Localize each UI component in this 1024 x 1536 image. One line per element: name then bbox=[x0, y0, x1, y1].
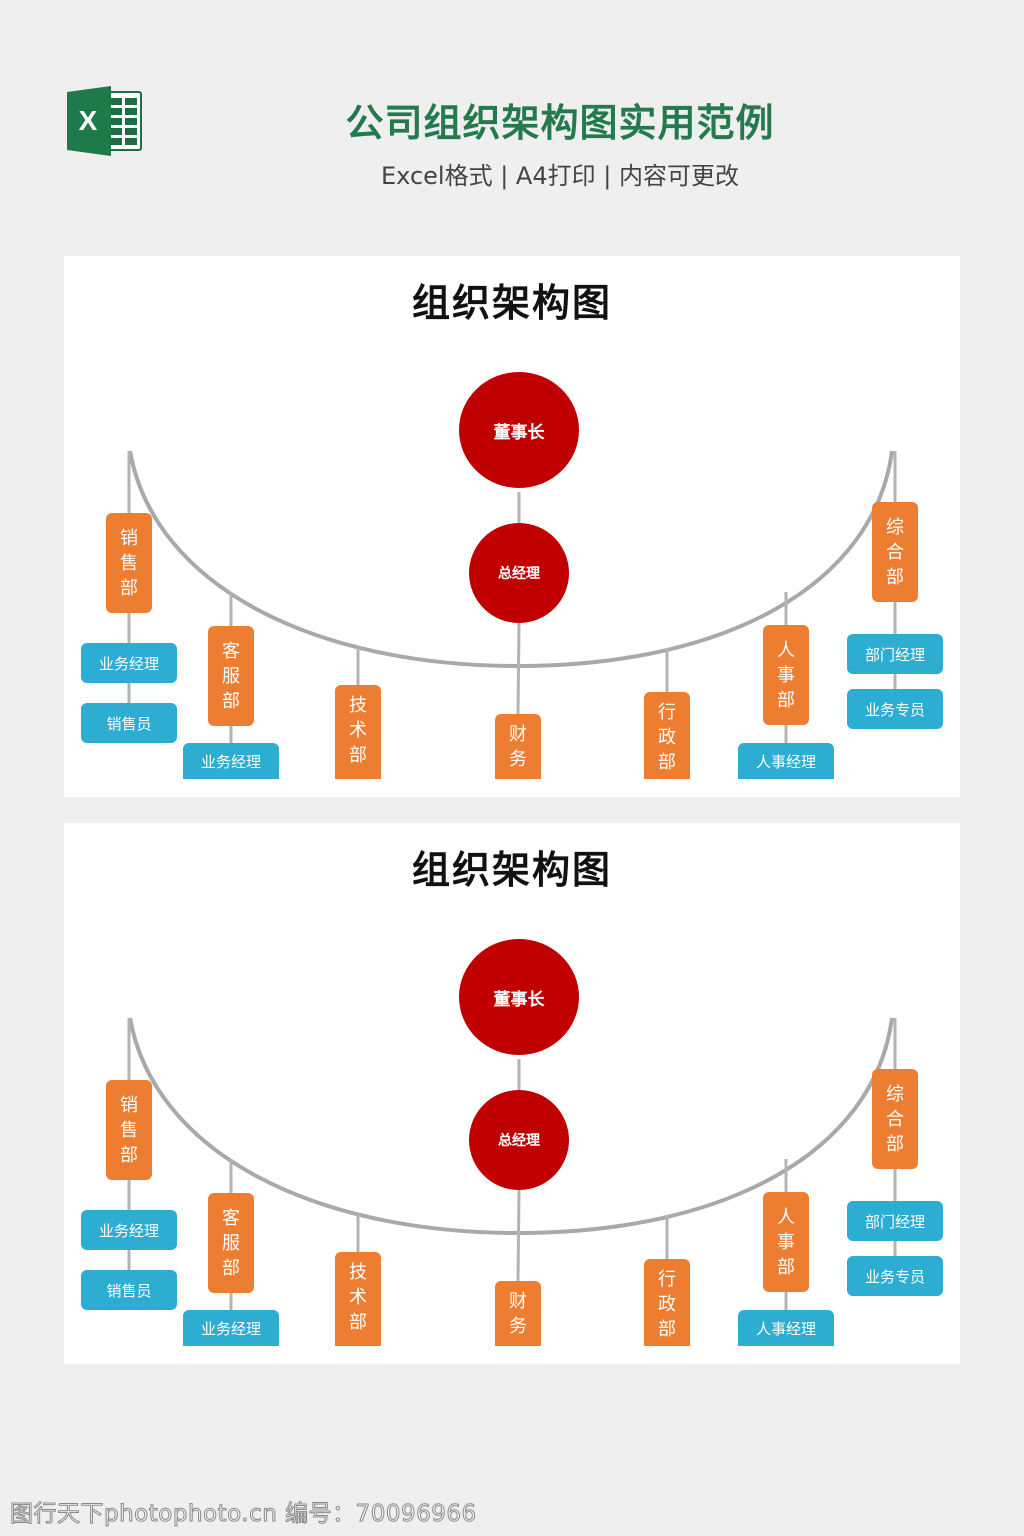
department-label-char: 部 bbox=[886, 1133, 904, 1155]
department-label-char: 术 bbox=[349, 1287, 367, 1308]
department-label-char: 售 bbox=[120, 1119, 138, 1141]
department-label-char: 综 bbox=[886, 516, 904, 538]
department-label-char: 部 bbox=[886, 566, 904, 588]
department-label-char: 部 bbox=[777, 689, 795, 711]
chairman-node-label: 董事长 bbox=[493, 422, 545, 443]
department-label-char: 部 bbox=[349, 1312, 367, 1333]
chart-title: 组织架构图 bbox=[411, 281, 612, 325]
department-label-char: 销 bbox=[120, 527, 138, 549]
department-label-char: 部 bbox=[222, 690, 240, 712]
gm-to-finance-line bbox=[516, 1189, 521, 1282]
general-manager-node: 总经理 bbox=[469, 523, 569, 623]
department-label-char: 人 bbox=[777, 639, 795, 661]
org-chart-card: 组织架构图董事长总经理销售部业务经理销售员客服部业务经理技术部财务行政部人事部人… bbox=[64, 256, 960, 797]
department-node: 技术部 bbox=[335, 1252, 381, 1346]
department-label-char: 服 bbox=[222, 665, 240, 687]
department-label-char: 人 bbox=[777, 1206, 795, 1228]
department-node: 财务 bbox=[495, 714, 541, 779]
svg-text:X: X bbox=[79, 105, 98, 136]
role-node: 人事经理 bbox=[738, 1310, 834, 1346]
department-node: 客服部 bbox=[208, 1193, 254, 1293]
department-label-char: 务 bbox=[509, 1316, 527, 1337]
department-label-char: 合 bbox=[886, 541, 904, 563]
role-node: 部门经理 bbox=[847, 634, 943, 674]
page-title: 公司组织架构图实用范例 bbox=[345, 101, 775, 145]
department-label-char: 务 bbox=[509, 749, 527, 770]
role-node: 业务经理 bbox=[183, 1310, 279, 1346]
department-node: 人事部 bbox=[763, 625, 809, 725]
role-node: 人事经理 bbox=[738, 743, 834, 779]
chairman-node-label: 董事长 bbox=[493, 989, 545, 1010]
department-node: 行政部 bbox=[644, 692, 690, 779]
role-node: 销售员 bbox=[81, 1270, 177, 1310]
role-node: 部门经理 bbox=[847, 1201, 943, 1241]
chairman-node: 董事长 bbox=[459, 939, 579, 1055]
gm-to-finance-line bbox=[516, 622, 521, 715]
department-label-char: 售 bbox=[120, 552, 138, 574]
department-label-char: 事 bbox=[777, 664, 795, 686]
department-label-char: 政 bbox=[658, 1294, 676, 1315]
department-label-char: 客 bbox=[222, 1207, 240, 1229]
department-node: 行政部 bbox=[644, 1259, 690, 1346]
department-node: 综合部 bbox=[872, 1069, 918, 1169]
page-subtitle: Excel格式 | A4打印 | 内容可更改 bbox=[381, 162, 739, 190]
department-label-char: 部 bbox=[777, 1256, 795, 1278]
chairman-node: 董事长 bbox=[459, 372, 579, 488]
department-node: 财务 bbox=[495, 1281, 541, 1346]
department-node: 综合部 bbox=[872, 502, 918, 602]
department-node: 人事部 bbox=[763, 1192, 809, 1292]
department-label-char: 技 bbox=[349, 1262, 367, 1283]
watermark: 图行天下photophoto.cn 编号：70096966 bbox=[10, 1501, 477, 1528]
org-chart-card: 组织架构图董事长总经理销售部业务经理销售员客服部业务经理技术部财务行政部人事部人… bbox=[64, 823, 960, 1364]
department-label-char: 合 bbox=[886, 1108, 904, 1130]
role-node: 销售员 bbox=[81, 703, 177, 743]
department-label-char: 部 bbox=[222, 1257, 240, 1279]
department-node: 销售部 bbox=[106, 513, 152, 613]
department-node: 技术部 bbox=[335, 685, 381, 779]
role-node: 业务经理 bbox=[81, 1210, 177, 1250]
department-label-char: 政 bbox=[658, 727, 676, 748]
department-label-char: 行 bbox=[658, 702, 676, 723]
department-label-char: 销 bbox=[120, 1094, 138, 1116]
department-node: 销售部 bbox=[106, 1080, 152, 1180]
chart-title: 组织架构图 bbox=[411, 848, 612, 892]
department-node: 客服部 bbox=[208, 626, 254, 726]
general-manager-node-label: 总经理 bbox=[498, 1133, 540, 1149]
department-label-char: 行 bbox=[658, 1269, 676, 1290]
connector-lines bbox=[127, 450, 897, 743]
department-label-char: 财 bbox=[509, 1291, 527, 1312]
role-node: 业务专员 bbox=[847, 1256, 943, 1296]
department-label-char: 部 bbox=[658, 752, 676, 773]
general-manager-node-label: 总经理 bbox=[498, 566, 540, 582]
department-label-char: 服 bbox=[222, 1232, 240, 1254]
department-label-char: 部 bbox=[120, 577, 138, 599]
general-manager-node: 总经理 bbox=[469, 1090, 569, 1190]
department-label-char: 术 bbox=[349, 720, 367, 741]
department-label-char: 综 bbox=[886, 1083, 904, 1105]
department-label-char: 部 bbox=[658, 1319, 676, 1340]
department-label-char: 部 bbox=[349, 745, 367, 766]
department-label-char: 部 bbox=[120, 1144, 138, 1166]
role-node: 业务经理 bbox=[81, 643, 177, 683]
department-label-char: 事 bbox=[777, 1231, 795, 1253]
role-node: 业务经理 bbox=[183, 743, 279, 779]
department-label-char: 财 bbox=[509, 724, 527, 745]
role-node: 业务专员 bbox=[847, 689, 943, 729]
excel-icon: X bbox=[67, 86, 143, 156]
department-label-char: 客 bbox=[222, 640, 240, 662]
department-label-char: 技 bbox=[349, 695, 367, 716]
